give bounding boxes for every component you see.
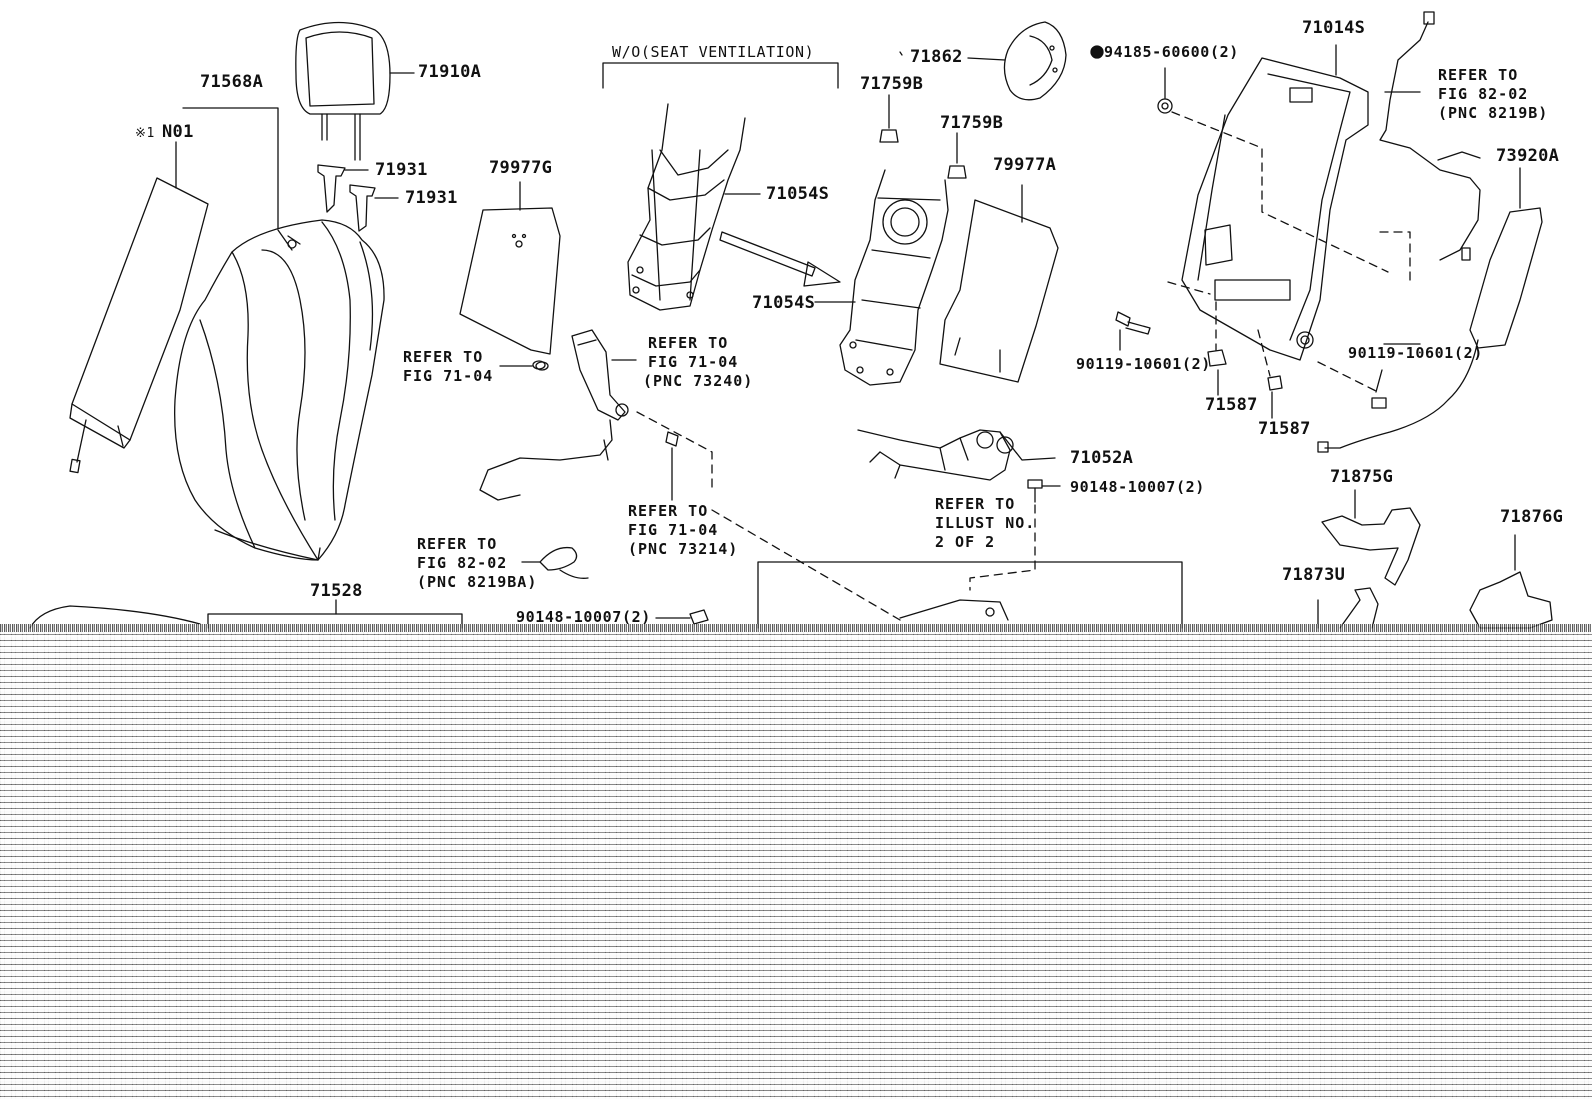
part-label-90148-right: 90148-10007(2) (1070, 478, 1205, 496)
ref-fig-71-04-c-line2: FIG 71-04 (628, 521, 719, 539)
part-label-79977G: 79977G (489, 158, 553, 178)
part-label-71875G: 71875G (1330, 467, 1394, 487)
seat-frame-drawing (1181, 44, 1369, 361)
part-label-71054S-lower: 71054S (752, 293, 816, 313)
part-label-90148-left: 90148-10007(2) (516, 608, 651, 626)
ref-fig-71-04-a-line1: REFER TO (403, 348, 484, 366)
part-label-N01: N01 (162, 122, 194, 142)
ref-illust-line1: REFER TO (935, 495, 1016, 513)
connector-8219BA-drawing (521, 546, 589, 579)
bottom-brackets (29, 561, 1183, 629)
ref-fig-82-02-a-line2: FIG 82-02 (417, 554, 508, 572)
part-label-71052A: 71052A (1070, 448, 1134, 468)
dashed-leaders (636, 111, 1411, 621)
part-label-71587-b: 71587 (1258, 419, 1311, 439)
part-label-79977A: 79977A (993, 155, 1057, 175)
headrest-drawing (295, 21, 415, 161)
ref-fig-71-04-b-line3: (PNC 73240) (643, 372, 754, 390)
part-label-71862: 71862 (910, 47, 963, 67)
part-label-71931-lower: 71931 (405, 188, 458, 208)
part-label-71568A: 71568A (200, 72, 264, 92)
part-label-90119-left: 90119-10601(2) (1076, 355, 1211, 373)
nut-94185-drawing (1090, 45, 1173, 114)
arrow-icon (719, 231, 841, 287)
ventilation-note: W/O(SEAT VENTILATION) (612, 43, 815, 61)
screw-90119-drawing (1115, 311, 1387, 409)
ref-fig-82-02-a-line3: (PNC 8219BA) (417, 573, 538, 591)
ref-illust-line3: 2 OF 2 (935, 533, 996, 551)
pad-79977G-drawing (459, 181, 561, 370)
part-label-71528: 71528 (310, 581, 363, 601)
lumbar-support-top-drawing (627, 103, 761, 311)
wire-harness-drawing (1379, 11, 1481, 261)
ref-fig-82-02-a-line1: REFER TO (417, 535, 498, 553)
part-label-71910A: 71910A (418, 62, 482, 82)
screw-90148-right-drawing (1027, 479, 1061, 503)
ref-fig-71-04-c-line1: REFER TO (628, 502, 709, 520)
scan-noise-area (0, 632, 1592, 1099)
part-label-71014S: 71014S (1302, 18, 1366, 38)
part-label-71931-upper: 71931 (375, 160, 428, 180)
part-71873U-drawing (1317, 587, 1379, 629)
seatback-cover-drawing (174, 107, 385, 561)
ref-fig-71-04-c-line3: (PNC 73214) (628, 540, 739, 558)
part-label-90119-right: 90119-10601(2) (1348, 344, 1483, 362)
ventilation-bracket (602, 62, 839, 89)
part-71876G-drawing (1469, 534, 1553, 629)
ref-fig-82-02-b-line2: FIG 82-02 (1438, 85, 1529, 103)
ref-illust-line2: ILLUST NO. (935, 514, 1036, 532)
part-label-71876G: 71876G (1500, 507, 1564, 527)
clip-71759B-drawing (879, 94, 967, 179)
ref-fig-71-04-a-line2: FIG 71-04 (403, 367, 494, 385)
part-71862-drawing (967, 21, 1067, 101)
buckle-drawing (479, 329, 679, 501)
part-label-94185: 94185-60600(2) (1104, 43, 1239, 61)
part-label-71587-a: 71587 (1205, 395, 1258, 415)
seatback-pad-drawing (69, 141, 209, 474)
ref-fig-82-02-b-line1: REFER TO (1438, 66, 1519, 84)
lumbar-support-mid-drawing (814, 169, 949, 386)
clip-71587-drawing (1207, 349, 1283, 419)
ref-fig-71-04-b-line1: REFER TO (648, 334, 729, 352)
ref-fig-82-02-b-line3: (PNC 8219B) (1438, 104, 1549, 122)
part-label-71873U: 71873U (1282, 565, 1346, 585)
leader-lines (899, 51, 1421, 345)
part-label-71759B-b: 71759B (940, 113, 1004, 133)
part-label-71759B-a: 71759B (860, 74, 924, 94)
headrest-guide-drawing (317, 164, 399, 232)
footnote-marker: ※1 (135, 126, 155, 141)
part-71875G-drawing (1321, 489, 1421, 586)
part-label-73920A: 73920A (1496, 146, 1560, 166)
seat-harness-drawing (857, 429, 1056, 481)
airbag-drawing (1317, 167, 1543, 453)
ref-fig-71-04-b-line2: FIG 71-04 (648, 353, 739, 371)
pad-79977A-drawing (939, 184, 1059, 383)
part-label-71054S-upper: 71054S (766, 184, 830, 204)
